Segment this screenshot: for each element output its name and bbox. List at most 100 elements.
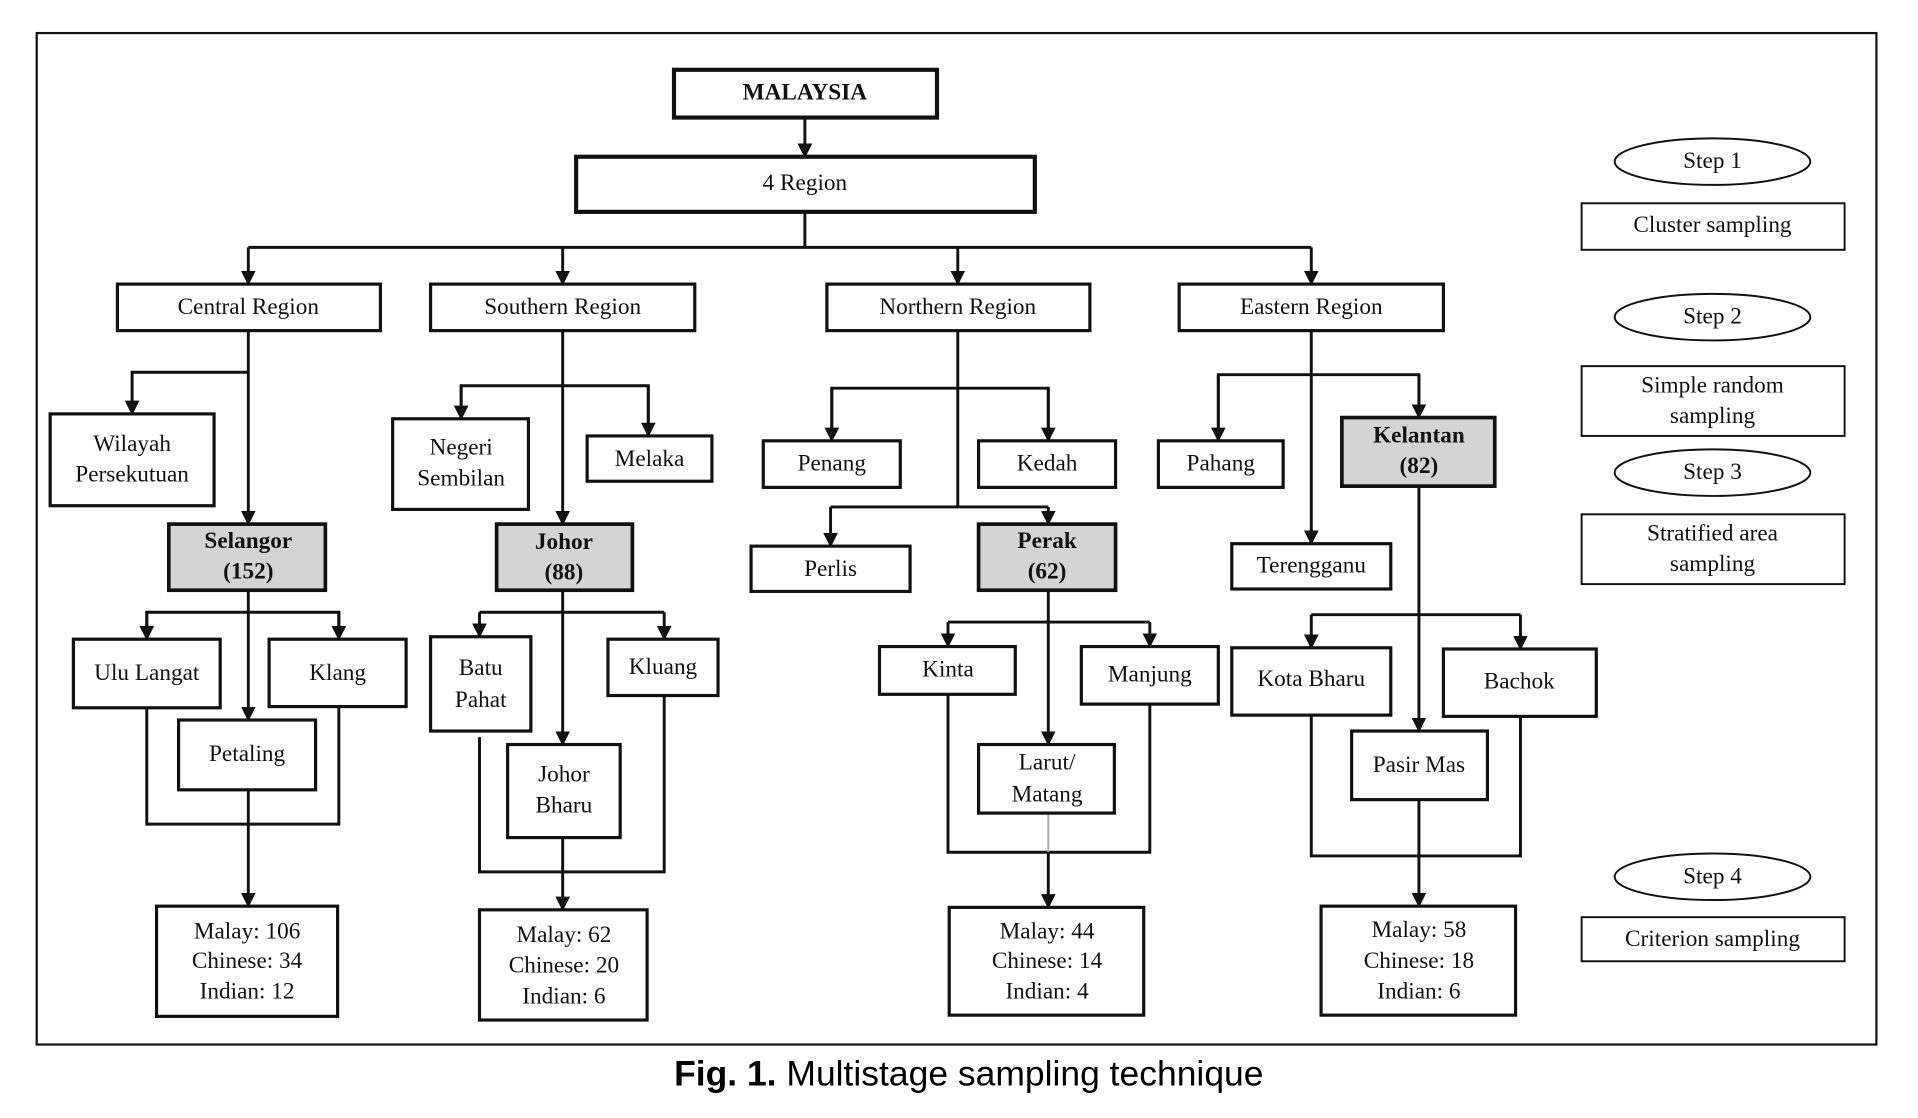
node-kluang: Kluang (606, 637, 720, 698)
step-ellipse (1613, 852, 1812, 902)
node-johor: Johor (88) (494, 522, 635, 593)
node-selangor: Selangor (152) (166, 522, 328, 593)
node-pasir-mas: Pasir Mas (1350, 729, 1490, 802)
node-perak: Perak (62) (976, 522, 1118, 593)
connector (145, 610, 341, 640)
node-count: (62) (1028, 558, 1067, 584)
node-label: Manjung (1108, 661, 1192, 687)
connector (145, 707, 341, 826)
node-label: Negeri (430, 435, 494, 461)
node-bachok: Bachok (1441, 647, 1598, 718)
node-label: Larut/ (1019, 749, 1076, 775)
node-terengganu: Terengganu (1230, 542, 1393, 591)
node-count: (152) (223, 558, 273, 584)
step-1: Step 1 Cluster sampling (1580, 137, 1846, 251)
node-count: (88) (545, 560, 584, 586)
step-ellipse (1613, 448, 1812, 497)
node-label: Perlis (804, 556, 857, 582)
sample-perak: Malay: 44 Chinese: 14 Indian: 4 (947, 905, 1146, 1017)
sample-indian: Indian: 12 (200, 978, 295, 1004)
sample-chinese: Chinese: 20 (509, 953, 619, 979)
connectors (124, 117, 1528, 912)
connector (830, 386, 1050, 441)
sample-malay: Malay: 62 (516, 922, 611, 948)
sample-chinese: Chinese: 14 (992, 948, 1103, 974)
node-label: Eastern Region (1240, 294, 1383, 320)
sample-selangor: Malay: 106 Chinese: 34 Indian: 12 (154, 904, 340, 1018)
caption-text: Multistage sampling technique (777, 1054, 1264, 1094)
sample-johor: Malay: 62 Chinese: 20 Indian: 6 (477, 908, 649, 1022)
step-2: Step 2 Simple random sampling (1580, 292, 1846, 437)
node-pahang: Pahang (1156, 439, 1285, 489)
sample-malay: Malay: 44 (1000, 918, 1095, 944)
node-batu-pahat: Batu Pahat (428, 635, 533, 733)
caption-prefix: Fig. 1. (674, 1054, 776, 1094)
node-manjung: Manjung (1079, 644, 1220, 706)
node-petaling: Petaling (176, 718, 318, 792)
node-label: Johor (538, 762, 590, 788)
step-ellipse (1613, 292, 1812, 342)
figure-frame (35, 31, 1878, 1046)
node-label: Central Region (178, 294, 320, 320)
node-kota-bharu: Kota Bharu (1230, 646, 1393, 717)
sample-malay: Malay: 58 (1371, 917, 1466, 943)
node-melaka: Melaka (585, 434, 714, 483)
node-ulu-langat: Ulu Langat (71, 637, 222, 710)
node-larut-matang: Larut/ Matang (976, 742, 1116, 815)
node-kelantan: Kelantan (82) (1340, 415, 1497, 488)
node-label: Southern Region (484, 294, 641, 320)
node-label: Batu (459, 655, 503, 681)
connector (124, 370, 249, 416)
node-label: Kelantan (1373, 422, 1465, 448)
node-label: Klang (309, 660, 366, 686)
node-label: Petaling (209, 741, 286, 767)
node-label: Kluang (629, 654, 698, 680)
step-label: Step 1 (1683, 148, 1742, 174)
node-negeri-sembilan: Negeri Sembilan (391, 417, 531, 511)
node-label: Northern Region (879, 294, 1036, 320)
node-label: Johor (535, 529, 593, 555)
node-kedah: Kedah (976, 439, 1118, 489)
node-label: Sembilan (417, 465, 505, 491)
node-malaysia: MALAYSIA (671, 67, 940, 120)
connector (1309, 715, 1522, 858)
node-label: Melaka (615, 446, 685, 472)
node-klang: Klang (267, 637, 408, 709)
step-label: Step 4 (1683, 863, 1742, 889)
step-label: Step 3 (1683, 459, 1742, 485)
step-method: sampling (1670, 551, 1756, 577)
node-label: Pahang (1187, 451, 1256, 477)
node-wilayah-persekutuan: Wilayah Persekutuan (48, 412, 216, 508)
node-label: Pasir Mas (1373, 752, 1465, 778)
node-label: Persekutuan (75, 462, 189, 488)
node-label: Kota Bharu (1257, 666, 1365, 692)
sample-indian: Indian: 4 (1005, 978, 1089, 1004)
connector (478, 695, 666, 874)
node-label: MALAYSIA (743, 80, 868, 106)
node-perlis: Perlis (749, 544, 912, 594)
node-northern-region: Northern Region (825, 282, 1092, 333)
node-label: Bachok (1484, 669, 1555, 695)
step-ellipse (1613, 137, 1812, 186)
node-label: Kinta (922, 656, 974, 682)
sample-indian: Indian: 6 (522, 983, 605, 1009)
step-method: sampling (1670, 403, 1756, 429)
step-method: Cluster sampling (1633, 212, 1792, 238)
step-3: Step 3 Stratified area sampling (1580, 448, 1846, 586)
sample-malay: Malay: 106 (194, 918, 300, 944)
figure-caption: Fig. 1. Multistage sampling technique (674, 1054, 1263, 1094)
node-kinta: Kinta (877, 644, 1017, 696)
node-central-region: Central Region (115, 282, 383, 333)
node-label: Bharu (536, 792, 593, 818)
step-method: Stratified area (1647, 520, 1778, 546)
node-count: (82) (1400, 453, 1439, 479)
node-southern-region: Southern Region (428, 282, 697, 333)
node-label: Perak (1017, 528, 1076, 554)
node-4-region: 4 Region (574, 154, 1037, 214)
node-label: Pahat (455, 687, 507, 713)
step-method: Simple random (1641, 372, 1784, 398)
step-method: Criterion sampling (1625, 926, 1800, 952)
sample-chinese: Chinese: 18 (1364, 948, 1474, 974)
node-label: 4 Region (763, 170, 848, 196)
